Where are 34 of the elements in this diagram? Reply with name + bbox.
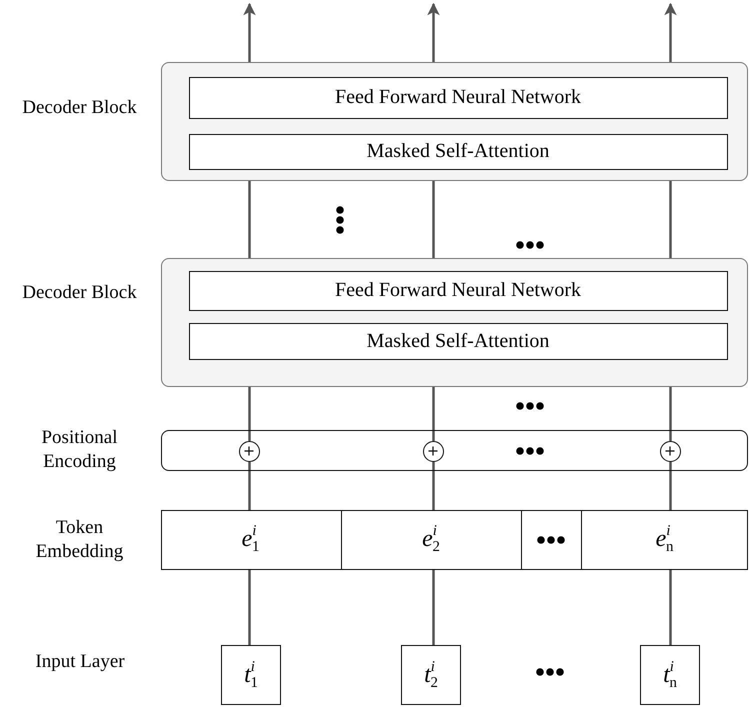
connector-line bbox=[669, 462, 672, 510]
arrow bbox=[664, 2, 677, 62]
layer-name: Feed Forward Neural Network bbox=[334, 279, 582, 302]
layer-name: Masked Self-Attention bbox=[366, 330, 550, 352]
connector-line bbox=[248, 570, 251, 645]
connector-line bbox=[669, 181, 672, 258]
connector-line bbox=[432, 462, 435, 510]
layer-name: Masked Self-Attention bbox=[366, 140, 550, 163]
layer-heading: Decoder Block bbox=[21, 96, 138, 120]
layer-box bbox=[188, 270, 728, 310]
layer-box bbox=[188, 76, 728, 118]
layer-box bbox=[188, 134, 728, 170]
layer-heading: Token Embedding bbox=[34, 516, 124, 564]
layer-heading: Positional Encoding bbox=[40, 426, 118, 474]
token-box bbox=[640, 645, 700, 705]
connector-line bbox=[248, 181, 251, 258]
connector-line bbox=[248, 462, 251, 510]
token-box bbox=[221, 645, 281, 705]
token-box bbox=[401, 645, 461, 705]
layer-heading: Input Layer bbox=[34, 650, 126, 674]
layer-name: Feed Forward Neural Network bbox=[334, 86, 582, 109]
connector-line bbox=[669, 387, 672, 441]
add-circle bbox=[238, 440, 260, 462]
layer-heading: Decoder Block bbox=[21, 281, 138, 305]
connector-line bbox=[432, 181, 435, 258]
arrow bbox=[243, 2, 256, 62]
connector-line bbox=[248, 387, 251, 441]
add-circle bbox=[422, 440, 444, 462]
connector-line bbox=[432, 387, 435, 441]
connector-line bbox=[669, 570, 672, 645]
arrow bbox=[427, 2, 440, 62]
layer-box bbox=[188, 322, 728, 360]
add-circle bbox=[660, 440, 680, 462]
connector-line bbox=[432, 570, 435, 645]
